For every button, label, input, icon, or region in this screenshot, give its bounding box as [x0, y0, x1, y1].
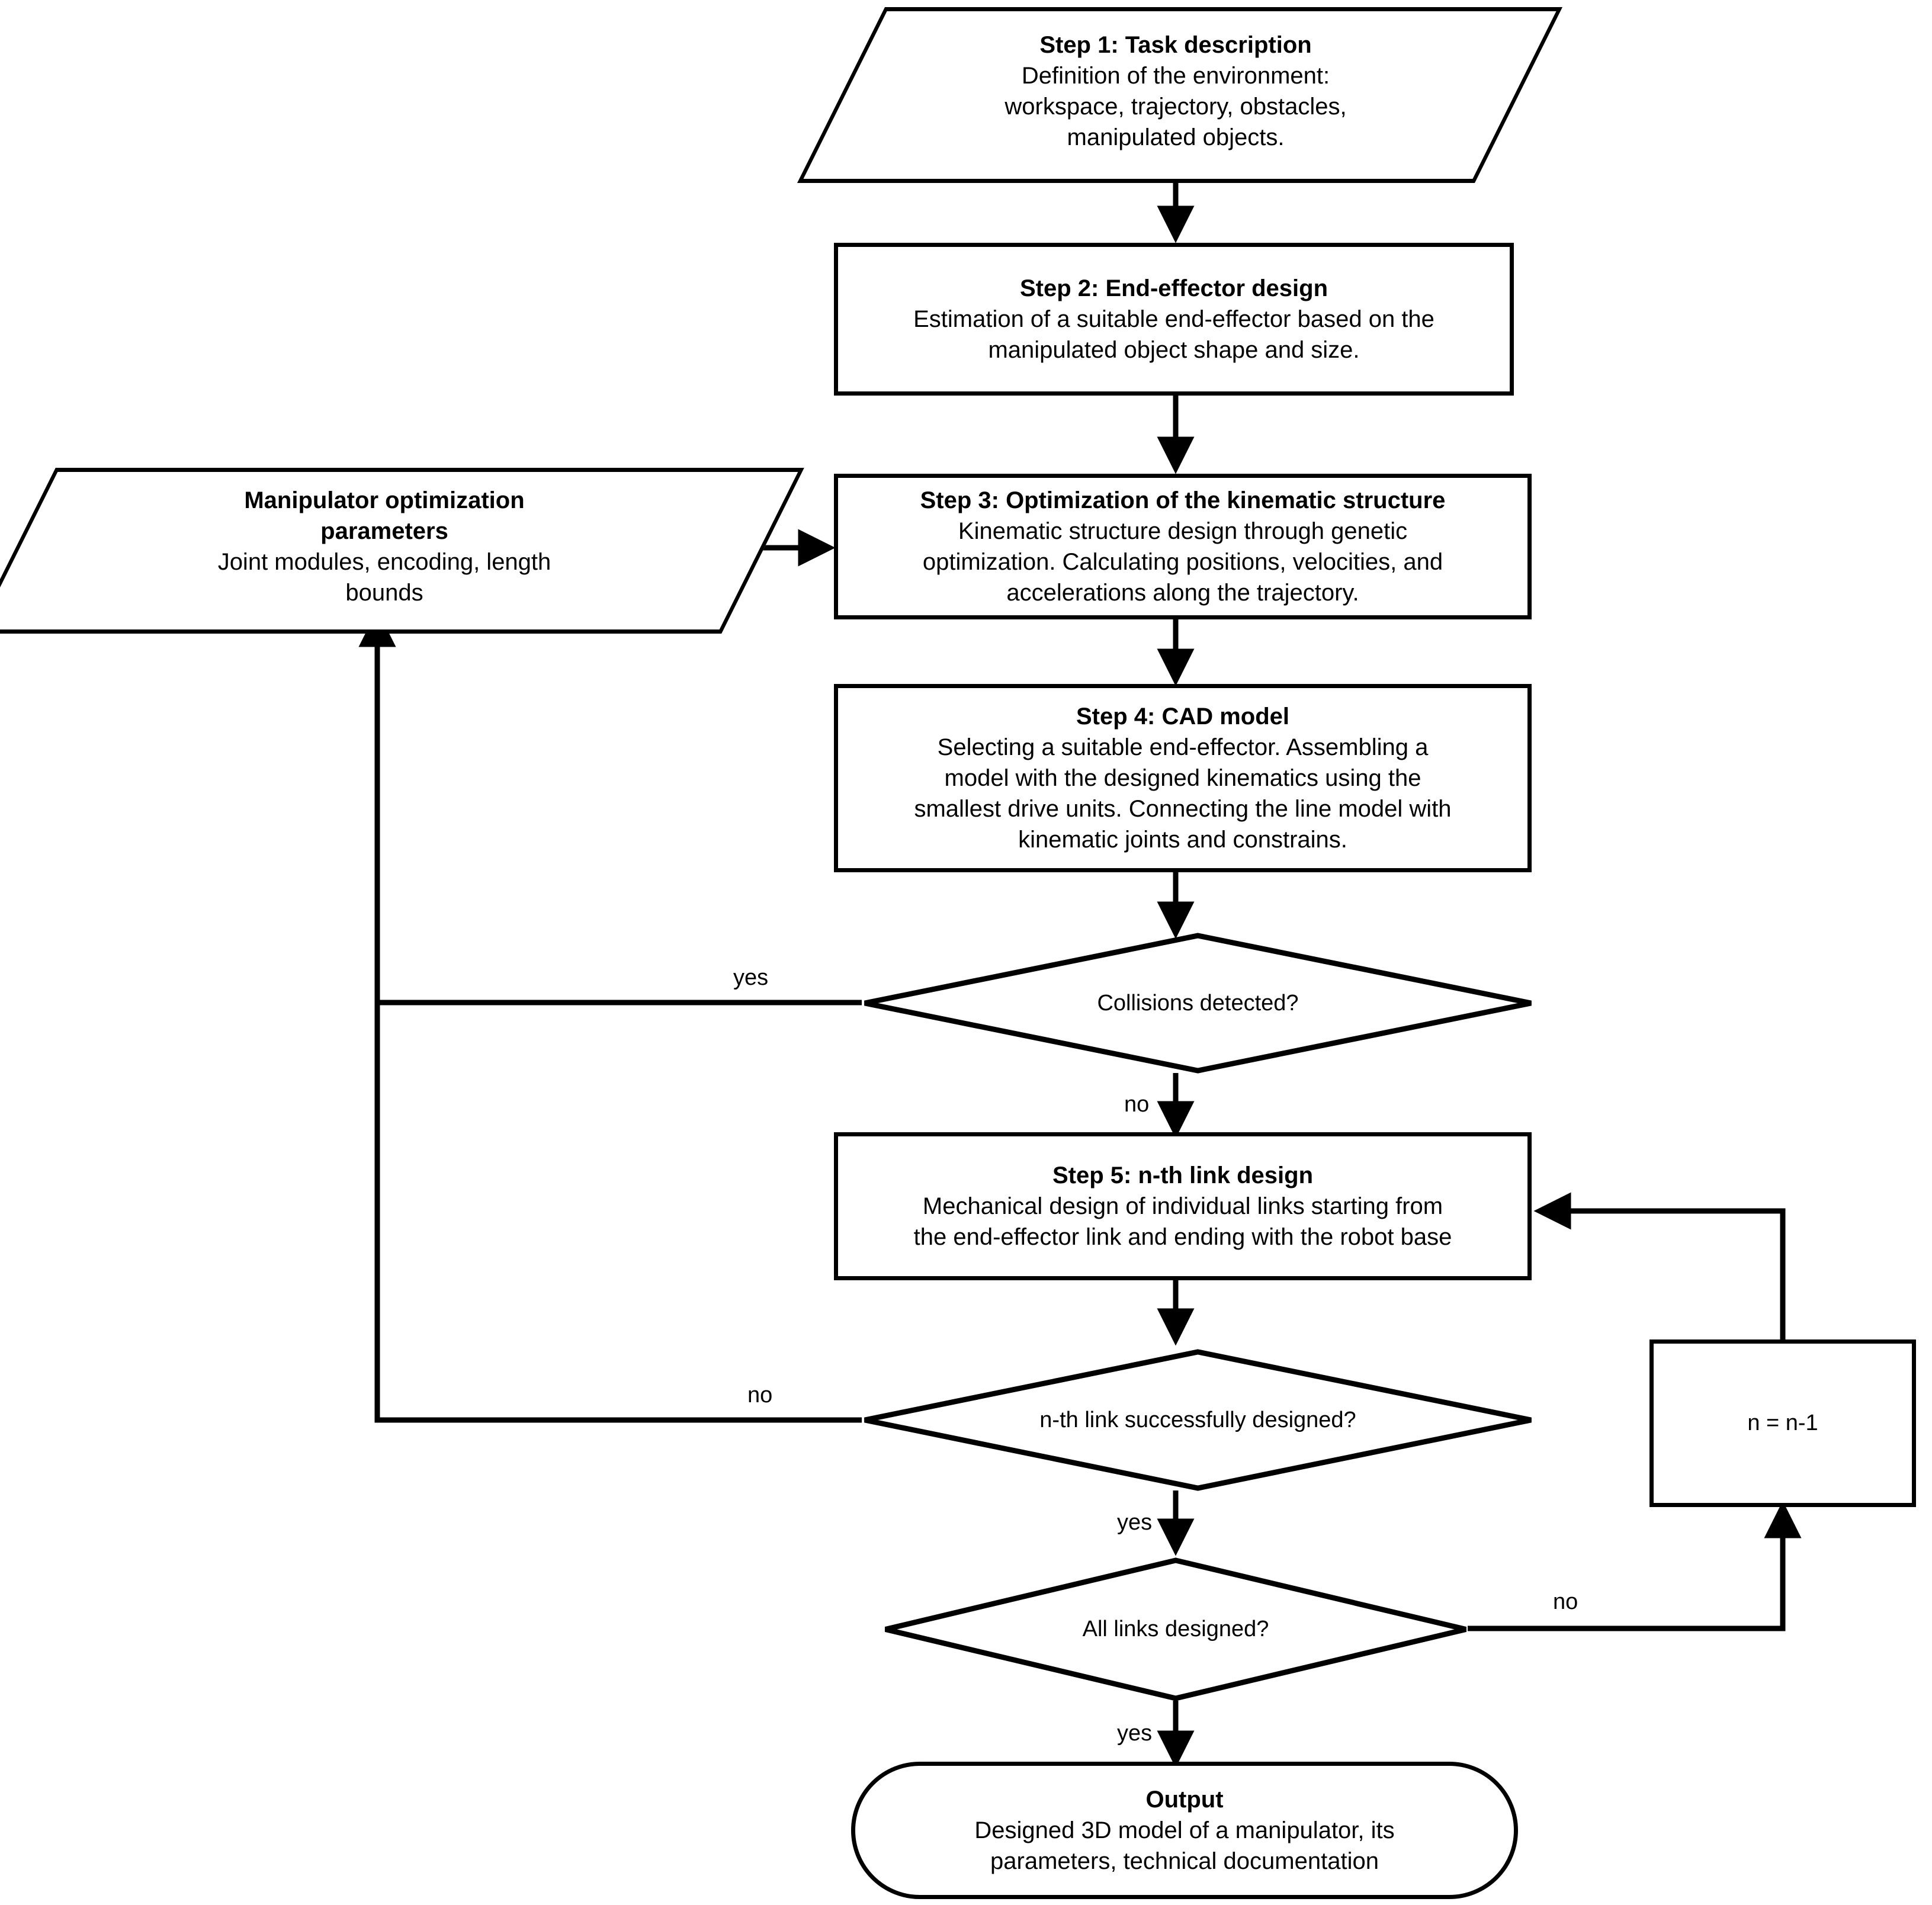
step4-body-line-2: model with the designed kinematics using… — [944, 765, 1421, 791]
step2-body-line-1: Estimation of a suitable end-effector ba… — [913, 306, 1434, 332]
linkcheck-label: n-th link successfully designed? — [1039, 1407, 1356, 1432]
step3-body-line-1: Kinematic structure design through genet… — [958, 518, 1408, 544]
edge-alllinks-no-to-decrement — [1468, 1501, 1802, 1631]
node-output[interactable]: Output Designed 3D model of a manipulato… — [851, 1762, 1518, 1899]
step1-title: Step 1: Task description — [1039, 31, 1312, 58]
step5-body-line-2: the end-effector link and ending with th… — [913, 1224, 1452, 1250]
step4-title: Step 4: CAD model — [1076, 703, 1290, 730]
node-collisions-detected[interactable]: Collisions detected? — [862, 933, 1534, 1074]
step4-body-line-4: kinematic joints and constrains. — [1018, 827, 1347, 853]
step1-body-line-1: Definition of the environment: — [1021, 62, 1330, 89]
step2-title: Step 2: End-effector design — [1019, 275, 1328, 301]
params-title-line-1: Manipulator optimization — [244, 487, 525, 513]
step5-title: Step 5: n-th link design — [1052, 1162, 1314, 1188]
node-step3[interactable]: Step 3: Optimization of the kinematic st… — [834, 474, 1532, 619]
edge-label-alllinks-no: no — [1553, 1589, 1578, 1614]
alllinks-diamond-shape — [882, 1557, 1469, 1701]
node-step4[interactable]: Step 4: CAD model Selecting a suitable e… — [834, 684, 1532, 872]
node-link-successfully-designed[interactable]: n-th link successfully designed? — [862, 1349, 1534, 1491]
edge-decrement-to-step5 — [1533, 1192, 1786, 1339]
node-step5[interactable]: Step 5: n-th link design Mechanical desi… — [834, 1132, 1532, 1280]
alllinks-label: All links designed? — [1082, 1617, 1269, 1641]
edge-label-linkcheck-yes: yes — [1117, 1510, 1153, 1535]
step1-content: Step 1: Task description Definition of t… — [841, 30, 1510, 153]
decrement-label: n = n-1 — [1747, 1410, 1818, 1435]
output-body-line-1: Designed 3D model of a manipulator, its — [974, 1817, 1395, 1843]
params-title-line-2: parameters — [320, 518, 448, 544]
step5-body-line-1: Mechanical design of individual links st… — [922, 1193, 1443, 1219]
step2-body-line-2: manipulated object shape and size. — [988, 337, 1360, 363]
step3-body-line-2: optimization. Calculating positions, vel… — [922, 549, 1443, 575]
linkcheck-diamond-shape — [862, 1349, 1534, 1491]
node-manipulator-optimization-parameters[interactable]: Manipulator optimization parameters Join… — [0, 468, 804, 634]
step3-title: Step 3: Optimization of the kinematic st… — [920, 487, 1446, 513]
params-content: Manipulator optimization parameters Join… — [14, 485, 755, 608]
step1-body-line-2: workspace, trajectory, obstacles, — [1004, 93, 1347, 120]
edge-label-alllinks-yes: yes — [1117, 1721, 1153, 1746]
node-step2[interactable]: Step 2: End-effector design Estimation o… — [834, 243, 1514, 396]
node-step1[interactable]: Step 1: Task description Definition of t… — [797, 7, 1563, 183]
step1-body-line-3: manipulated objects. — [1067, 124, 1285, 150]
node-all-links-designed[interactable]: All links designed? — [882, 1557, 1469, 1701]
collisions-diamond-shape — [862, 933, 1534, 1074]
edge-collisions-yes-to-params — [358, 609, 862, 1005]
step4-body-line-1: Selecting a suitable end-effector. Assem… — [937, 734, 1429, 760]
params-body-line-1: Joint modules, encoding, length — [217, 549, 551, 575]
edge-label-collisions-no: no — [1124, 1092, 1150, 1117]
params-body-line-2: bounds — [345, 580, 423, 606]
output-body-line-2: parameters, technical documentation — [990, 1848, 1379, 1874]
step4-body-line-3: smallest drive units. Connecting the lin… — [914, 796, 1452, 822]
edge-label-linkcheck-no: no — [747, 1383, 773, 1408]
step3-body-line-3: accelerations along the trajectory. — [1006, 580, 1359, 606]
edge-linkcheck-no-to-params — [374, 1003, 862, 1423]
node-decrement-n[interactable]: n = n-1 — [1649, 1339, 1916, 1507]
collisions-label: Collisions detected? — [1097, 990, 1299, 1016]
output-title: Output — [1145, 1787, 1224, 1813]
edge-label-collisions-yes: yes — [733, 965, 769, 990]
